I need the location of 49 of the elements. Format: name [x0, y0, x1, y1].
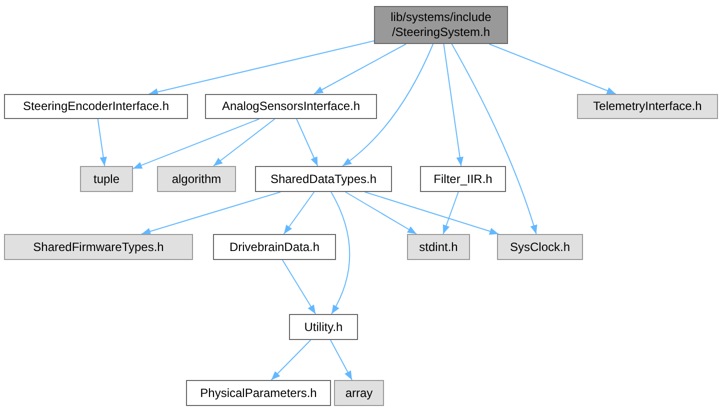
- arrow: [283, 192, 315, 234]
- file-name: SysClock.h: [510, 240, 570, 254]
- file-name: PhysicalParameters.h: [200, 386, 317, 400]
- arrow: [270, 340, 312, 380]
- arrow: [442, 192, 459, 234]
- arrow: [212, 118, 276, 166]
- file-name: tuple: [93, 172, 120, 186]
- arrow: [364, 192, 500, 235]
- file-name: AnalogSensorsInterface.h: [222, 99, 360, 114]
- file-box: [186, 380, 331, 406]
- file-name: lib/systems/include /SteeringSystem.h: [390, 10, 492, 40]
- arrow: [282, 260, 316, 314]
- file-name: algorithm: [172, 172, 222, 186]
- arrow: [141, 192, 281, 235]
- file-name: array: [345, 386, 373, 400]
- file-box: [334, 380, 384, 406]
- file-box: [407, 234, 470, 260]
- file-box: [80, 166, 133, 192]
- arrow: [451, 44, 538, 234]
- arrow: [330, 340, 352, 380]
- file-name: SharedFirmwareTypes.h: [33, 240, 164, 254]
- arrow: [296, 118, 318, 166]
- file-name: SharedDataTypes.h: [270, 172, 377, 186]
- file-box: [213, 234, 336, 260]
- file-box: [374, 6, 508, 44]
- file-box: [255, 166, 392, 192]
- arrow: [443, 44, 464, 166]
- file-name: SteeringEncoderInterface.h: [22, 99, 170, 114]
- file-box: [497, 234, 583, 260]
- file-name: Filter_IIR.h: [434, 172, 492, 186]
- arrow: [314, 44, 407, 94]
- file-box: [420, 166, 506, 192]
- file-box: [577, 94, 718, 119]
- arrow: [132, 118, 260, 170]
- arrow: [148, 40, 374, 96]
- arrow: [330, 192, 350, 314]
- file-name: stdint.h: [419, 240, 458, 254]
- file-box: [4, 234, 193, 260]
- file-name: Utility.h: [304, 320, 343, 334]
- arrow: [97, 118, 107, 166]
- file-name: DrivebrainData.h: [229, 240, 320, 254]
- file-box: [157, 166, 236, 192]
- file-box: [4, 94, 188, 119]
- arrow: [344, 192, 418, 234]
- arrow: [342, 44, 434, 166]
- file-box: [289, 314, 358, 340]
- file-box: [205, 94, 377, 119]
- arrow: [488, 44, 616, 94]
- file-name: TelemetryInterface.h: [593, 99, 702, 114]
